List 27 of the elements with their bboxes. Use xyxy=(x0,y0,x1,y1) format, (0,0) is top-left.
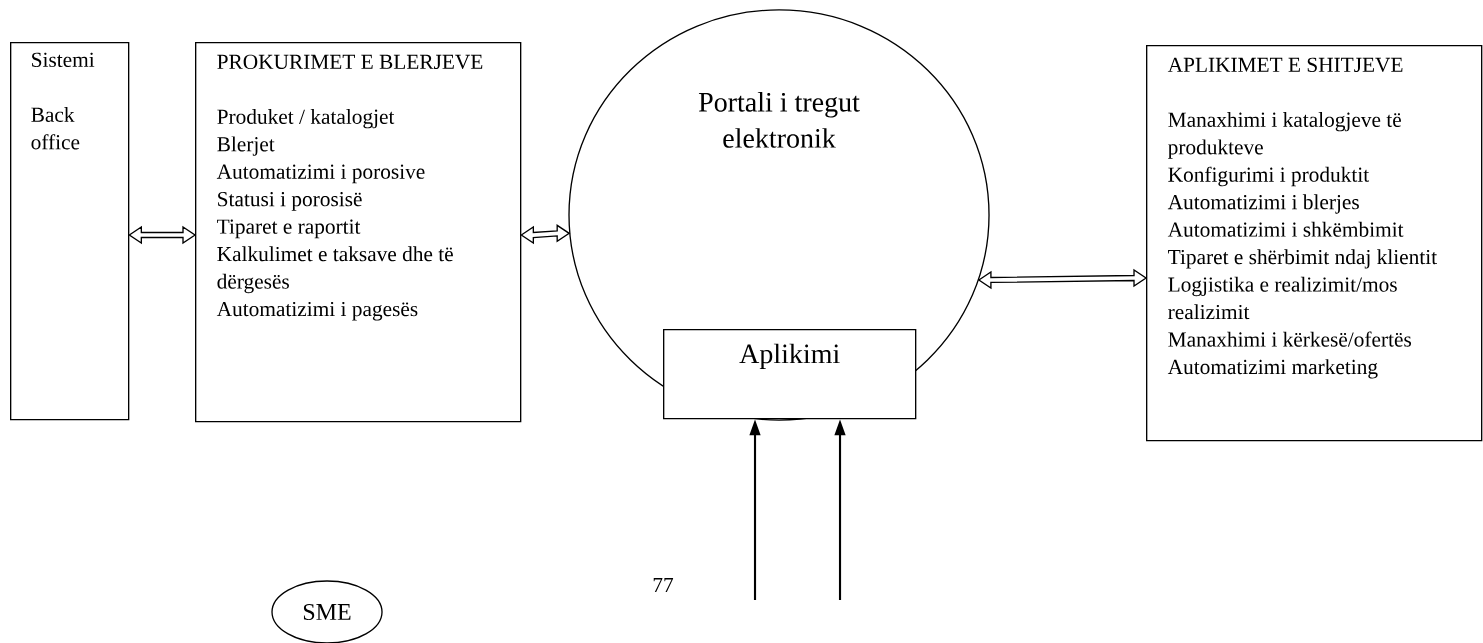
box-heading: PROKURIMET E BLERJEVE xyxy=(217,54,483,70)
list-item: Manaxhimi i katalogjeve të produkteve xyxy=(1168,111,1401,159)
system-box xyxy=(10,42,130,421)
box-label: Aplikimi xyxy=(739,343,840,370)
list-item: Konfigurimi i produktit xyxy=(1168,166,1370,187)
list-item: Statusi i porosisë xyxy=(218,192,362,211)
process-box xyxy=(1146,45,1483,442)
list-item: Back office xyxy=(31,106,80,150)
box-label: Portali i tregut elektronik xyxy=(698,92,860,148)
list-item: Kalkulimet e taksave dhe të dërgesës xyxy=(217,246,453,294)
double-arrow xyxy=(128,225,197,245)
page-number: 77 xyxy=(653,578,674,592)
list-item: Tiparet e shërbimit ndaj klientit xyxy=(1168,249,1437,269)
list-item: Produket / katalogjet xyxy=(217,108,395,129)
list-item: Manaxhimi i kërkesë/ofertës xyxy=(1168,331,1411,347)
list-item: Automatizimi i shkëmbimit xyxy=(1167,221,1404,237)
list-item: Tiparet e raportit xyxy=(217,219,361,239)
list-item: Automatizimi i porosive xyxy=(216,164,425,184)
process-box xyxy=(195,42,522,423)
box-heading: Sistemi xyxy=(32,52,95,67)
list-item: Blerjet xyxy=(217,136,275,156)
list-item: Logjistika e realizimit/mos realizimit xyxy=(1168,276,1397,320)
list-item: Automatizimi i pagesës xyxy=(216,301,418,321)
box-heading: APLIKIMET E SHITJEVE xyxy=(1167,57,1403,73)
box-label: SME xyxy=(303,603,351,621)
list-item: Automatizimi marketing xyxy=(1167,359,1378,379)
list-item: Automatizimi i blerjes xyxy=(1167,194,1359,214)
